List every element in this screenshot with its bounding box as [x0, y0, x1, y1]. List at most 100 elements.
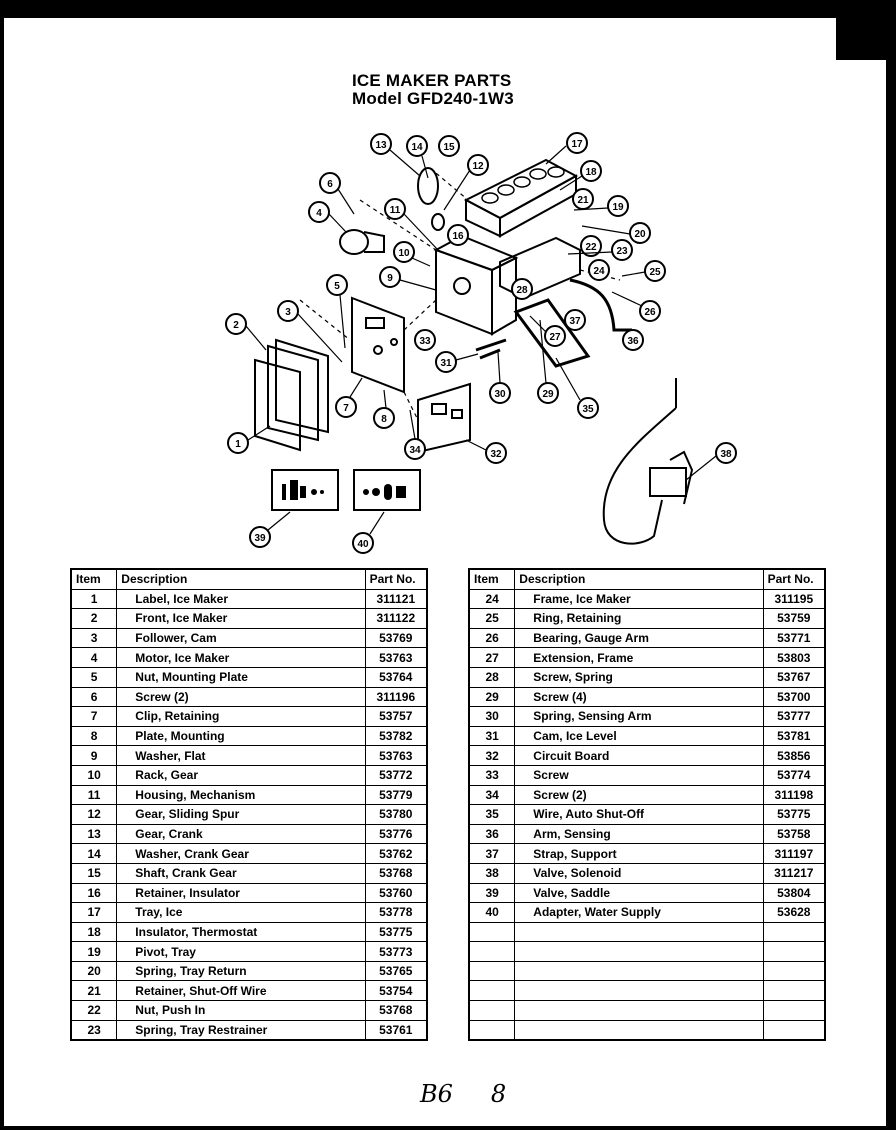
callout-label-27: 27 [549, 332, 561, 343]
description-cell: Extension, Frame [514, 647, 764, 668]
part-number-cell: 311195 [762, 588, 826, 610]
callout-32: 32 [485, 442, 507, 464]
item-cell [468, 1019, 516, 1041]
item-cell: 26 [468, 627, 516, 649]
description-cell: Tray, Ice [116, 902, 366, 923]
item-cell: 15 [70, 862, 118, 884]
part-number-cell: 53762 [364, 843, 428, 864]
part-number-cell: 53780 [364, 804, 428, 825]
callout-40: 40 [352, 532, 374, 554]
callout-8: 8 [373, 407, 395, 429]
description-cell: Insulator, Thermostat [116, 921, 366, 943]
callout-39: 39 [249, 526, 271, 548]
callout-27: 27 [544, 325, 566, 347]
part-number-cell: 53773 [364, 941, 428, 962]
callout-label-15: 15 [443, 142, 455, 153]
callout-1: 1 [227, 432, 249, 454]
header-description: Description [116, 568, 366, 590]
callout-24: 24 [588, 259, 610, 281]
table-row [468, 980, 826, 1002]
part-number-cell: 53761 [364, 1019, 428, 1041]
description-cell [514, 941, 764, 962]
callout-15: 15 [438, 135, 460, 157]
description-cell: Valve, Solenoid [514, 862, 764, 884]
description-cell: Adapter, Water Supply [514, 902, 764, 923]
callout-label-30: 30 [494, 389, 506, 400]
description-cell: Housing, Mechanism [116, 784, 366, 806]
item-cell: 3 [70, 627, 118, 649]
description-cell [514, 1019, 764, 1041]
callout-13: 13 [370, 133, 392, 155]
callout-label-16: 16 [452, 231, 464, 242]
callout-4: 4 [308, 201, 330, 223]
table-row [468, 1019, 826, 1041]
callout-19: 19 [607, 195, 629, 217]
title-line-1: ICE MAKER PARTS [352, 71, 512, 90]
item-cell: 22 [70, 1000, 118, 1021]
description-cell: Wire, Auto Shut-Off [514, 804, 764, 825]
diagram-drawing [254, 158, 694, 545]
description-cell: Clip, Retaining [116, 706, 366, 727]
callout-label-36: 36 [627, 336, 639, 347]
header-item: Item [70, 568, 118, 590]
part-number-cell: 53856 [762, 745, 826, 766]
part-number-cell: 53759 [762, 608, 826, 629]
callout-label-6: 6 [327, 179, 333, 190]
part-number-cell: 53760 [364, 882, 428, 904]
callout-label-24: 24 [593, 266, 605, 277]
description-cell: Circuit Board [514, 745, 764, 766]
callout-38: 38 [715, 442, 737, 464]
callout-label-25: 25 [649, 267, 661, 278]
callout-label-5: 5 [334, 281, 340, 292]
part-number-cell: 53763 [364, 647, 428, 668]
item-cell: 1 [70, 588, 118, 610]
inset-boxes [271, 469, 421, 511]
item-cell: 29 [468, 686, 516, 708]
item-cell: 34 [468, 784, 516, 806]
item-cell: 38 [468, 862, 516, 884]
callout-label-18: 18 [585, 167, 597, 178]
part-number-cell: 311198 [762, 784, 826, 806]
callout-label-32: 32 [490, 449, 502, 460]
item-cell: 2 [70, 608, 118, 629]
description-cell: Screw [514, 764, 764, 786]
part-number-cell: 53763 [364, 745, 428, 766]
description-cell: Screw (4) [514, 686, 764, 708]
callout-label-29: 29 [542, 389, 554, 400]
callout-label-1: 1 [235, 439, 241, 450]
callout-12: 12 [467, 154, 489, 176]
callout-label-35: 35 [582, 404, 594, 415]
item-cell: 25 [468, 608, 516, 629]
callout-11: 11 [384, 198, 406, 220]
item-cell [468, 960, 516, 982]
description-cell: Front, Ice Maker [116, 608, 366, 629]
callout-28: 28 [511, 278, 533, 300]
callout-markers: 1 2 3 4 5 6 7 8 9 10 11 12 13 14 15 16 1… [225, 132, 737, 554]
item-cell: 28 [468, 666, 516, 688]
callout-label-11: 11 [390, 205, 401, 216]
part-number-cell: 53774 [762, 764, 826, 786]
description-cell [514, 960, 764, 982]
description-cell: Spring, Sensing Arm [514, 706, 764, 727]
callout-label-7: 7 [343, 403, 349, 414]
item-cell: 6 [70, 686, 118, 708]
callout-label-37: 37 [569, 316, 581, 327]
header-item: Item [468, 568, 516, 590]
item-cell: 23 [70, 1019, 118, 1041]
